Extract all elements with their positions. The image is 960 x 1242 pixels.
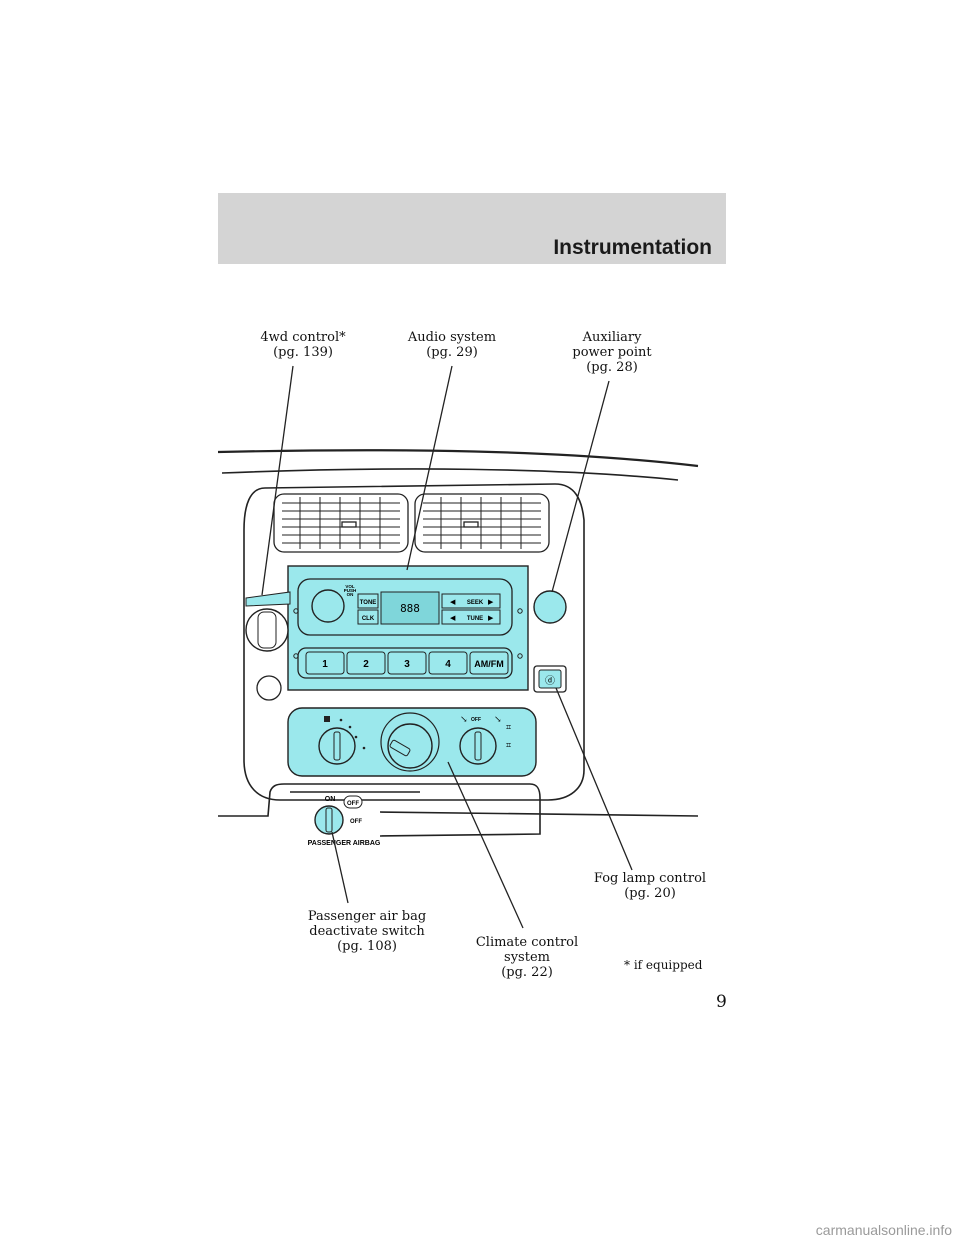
svg-text:VOL: VOL [345,584,355,589]
svg-text:⌗: ⌗ [506,741,511,751]
svg-text:▶: ▶ [488,598,494,606]
svg-text:ON: ON [347,592,354,597]
svg-text:◀: ◀ [450,614,456,622]
callout-airbag-switch: Passenger air bag deactivate switch (pg.… [307,909,427,954]
section-title: Instrumentation [553,236,712,259]
svg-text:CLK: CLK [362,616,375,622]
svg-text:⌗: ⌗ [506,723,511,733]
footnote: * if equipped [624,958,703,972]
airbag-switch: ON OFF OFF PASSENGER AIRBAG [308,795,381,847]
svg-text:◀: ◀ [450,598,456,606]
fog-lamp-switch: ⓓ [533,665,567,693]
svg-text:AM/FM: AM/FM [474,659,504,669]
aux-power-point [533,590,567,624]
svg-text:SEEK: SEEK [467,600,484,606]
svg-text:888: 888 [400,602,420,615]
svg-text:4: 4 [445,659,451,670]
svg-text:↘: ↘ [494,715,502,725]
svg-text:ON: ON [325,796,336,803]
svg-text:TONE: TONE [360,600,377,606]
header-band: Instrumentation [218,193,726,264]
svg-text:↘: ↘ [460,715,468,725]
watermark: carmanualsonline.info [815,1222,952,1238]
svg-text:OFF: OFF [350,819,362,825]
callout-audio-system: Audio system (pg. 29) [407,330,497,360]
svg-text:1: 1 [322,659,328,670]
svg-text:2: 2 [363,659,369,670]
fourwd-control [245,591,291,701]
page-number: 9 [716,992,727,1012]
callout-climate-control: Climate control system (pg. 22) [475,935,579,980]
callout-leaders [261,365,633,929]
svg-text:PUSH: PUSH [344,588,357,593]
volume-knob [311,589,345,623]
callout-fog-lamp-control: Fog lamp control (pg. 20) [593,871,707,901]
svg-text:3: 3 [404,659,410,670]
svg-text:ⓓ: ⓓ [545,675,555,687]
svg-text:▶: ▶ [488,614,494,622]
callout-aux-power-point: Auxiliary power point (pg. 28) [572,330,652,375]
preset-buttons: 1 2 3 4 AM/FM [305,651,509,675]
climate-panel: OFF ↘ ↘ ⌗ ⌗ [287,707,537,777]
svg-text:TUNE: TUNE [467,616,483,622]
svg-text:OFF: OFF [471,717,481,723]
radio-panel: TONE CLK SEEK TUNE ◀ ▶ ◀ ▶ VOL PUSH ON 888… [287,565,529,691]
svg-text:OFF: OFF [347,801,359,807]
callout-4wd-control: 4wd control* (pg. 139) [260,330,346,360]
svg-text:PASSENGER AIRBAG: PASSENGER AIRBAG [308,840,381,847]
air-vents [273,493,550,553]
radio-display [380,591,440,625]
